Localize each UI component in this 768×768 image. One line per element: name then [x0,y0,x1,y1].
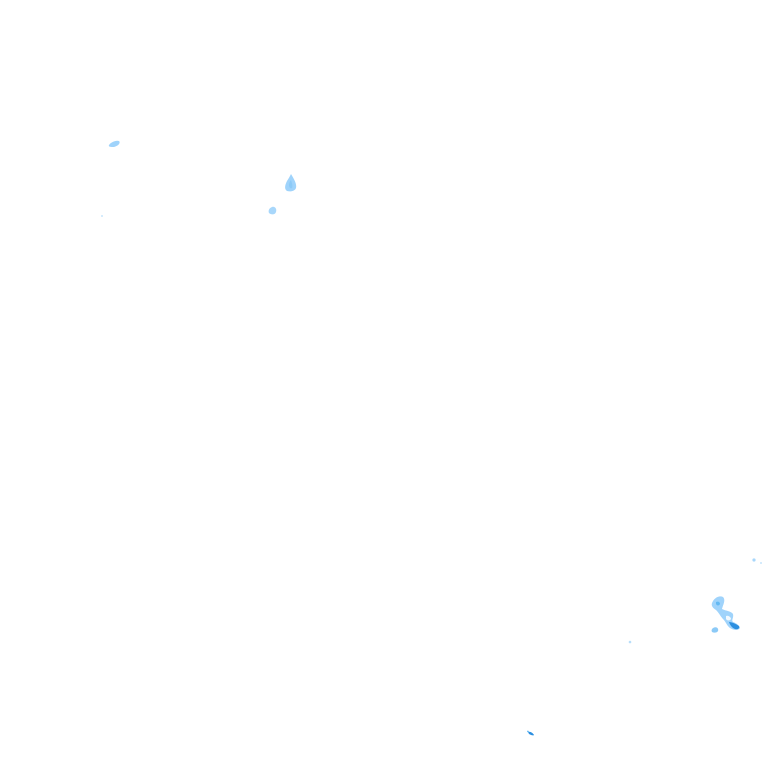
precip-cell-northwest-tiny [108,140,120,147]
precip-cell-speck [101,215,103,217]
precip-cell-north-teardrop [285,174,297,192]
precip-cell-east-dots [752,558,762,564]
precip-cell-south-streak [527,730,534,736]
precip-cell-southeast-blob [711,627,719,633]
precip-cell-southeast-band [711,596,740,630]
precip-cell-south-speck [628,640,632,644]
precip-cell-north-small [268,206,277,215]
